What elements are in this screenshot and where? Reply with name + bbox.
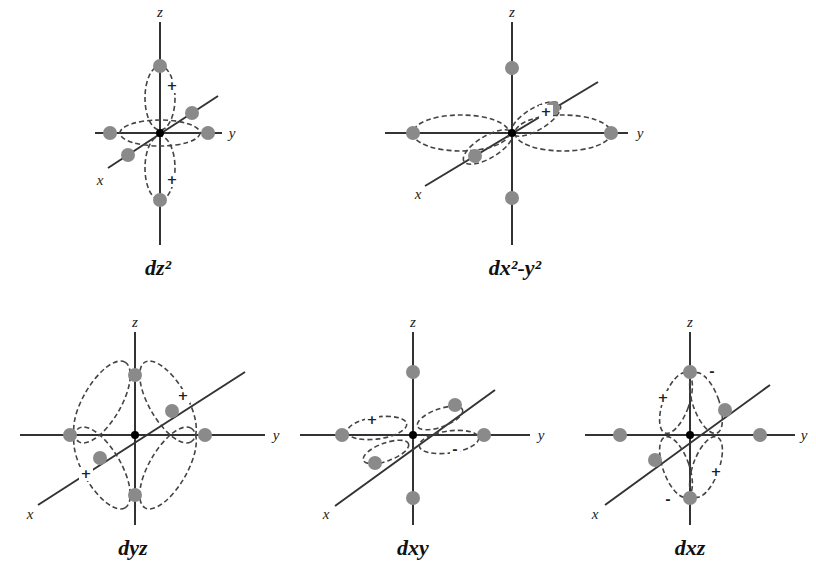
phase-sign: + — [709, 465, 724, 479]
orbital-caption: dx²-y² — [486, 256, 544, 280]
axis-label: z — [507, 4, 517, 21]
axis-label: z — [408, 314, 418, 331]
axis-label: z — [155, 4, 165, 21]
orbital-caption: dxz — [672, 536, 709, 560]
axis-label: x — [95, 172, 106, 189]
orbital-caption: dz² — [142, 256, 174, 280]
phase-sign: - — [707, 365, 716, 379]
axis-label: y — [536, 427, 547, 444]
axis-label: x — [590, 506, 601, 523]
phase-sign: + — [365, 413, 380, 427]
axis-label: y — [271, 427, 282, 444]
axis-label: z — [685, 314, 695, 331]
axis-label: z — [130, 314, 140, 331]
phase-sign: - — [450, 443, 459, 457]
phase-sign: + — [656, 391, 671, 405]
phase-sign: + — [165, 173, 180, 187]
axis-label: y — [227, 125, 238, 142]
phase-sign: - — [663, 493, 672, 507]
phase-sign: + — [79, 467, 94, 481]
axis-label: y — [635, 125, 646, 142]
phase-sign: + — [539, 105, 554, 119]
axis-label: y — [799, 427, 810, 444]
axis-label: x — [321, 506, 332, 523]
phase-sign: + — [165, 79, 180, 93]
phase-sign: + — [176, 389, 191, 403]
axis-label: x — [413, 186, 424, 203]
axis-label: x — [25, 506, 36, 523]
orbital-caption: dyz — [115, 536, 150, 560]
orbital-caption: dxy — [394, 536, 432, 560]
